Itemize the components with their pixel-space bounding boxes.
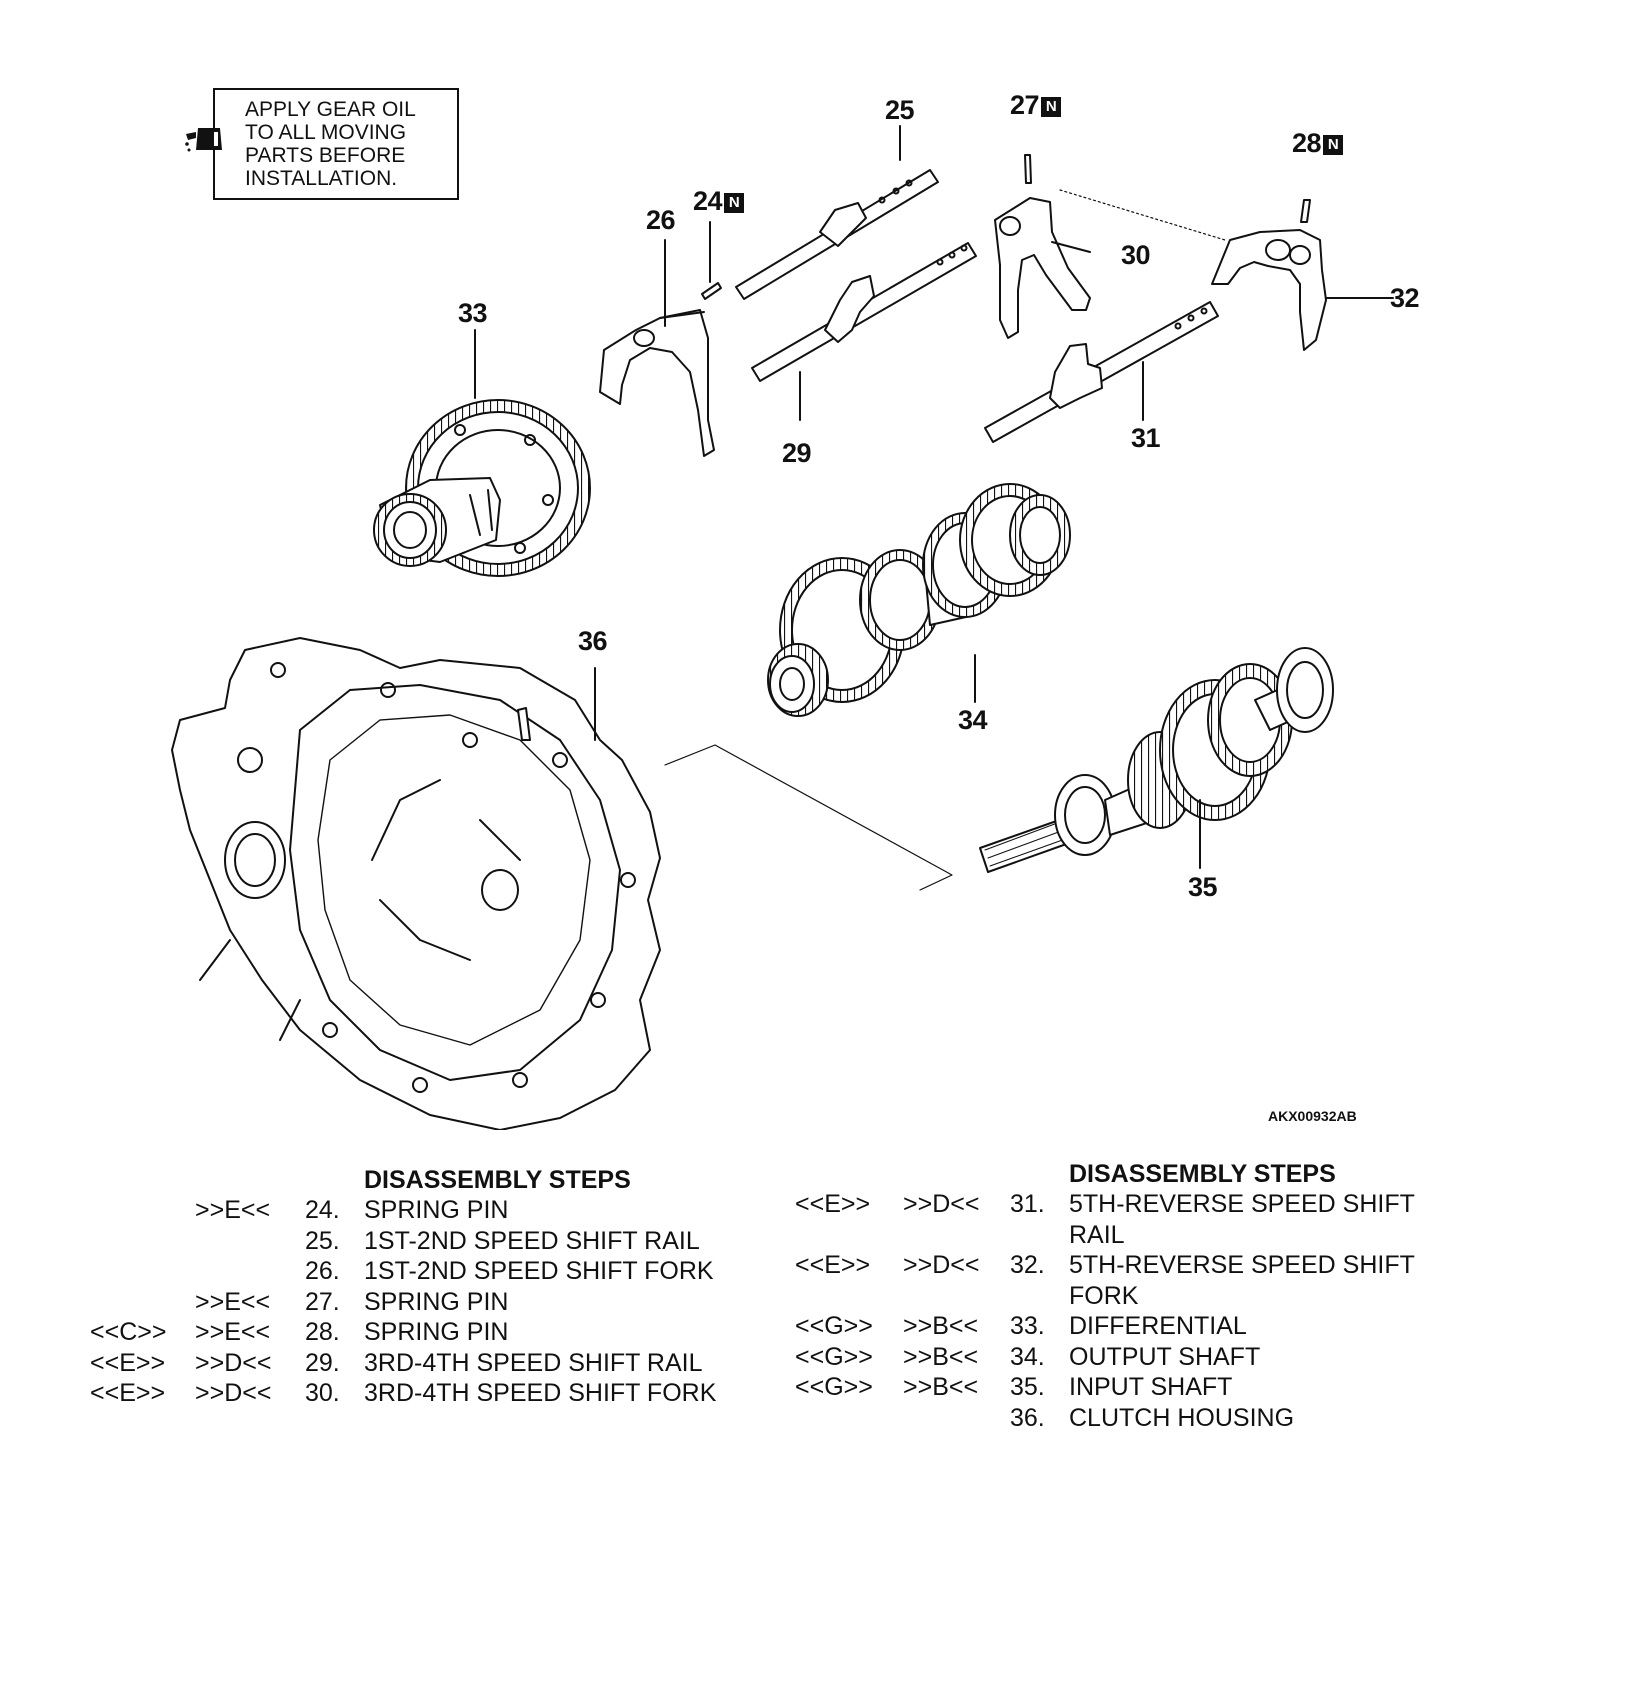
step-row: <<E>>>>D<<31.5TH-REVERSE SPEED SHIFT RAI… <box>795 1190 1415 1249</box>
note-line: INSTALLATION. <box>245 167 398 190</box>
shift-rail-29 <box>751 242 977 382</box>
step-row: <<G>>>>B<<33.DIFFERENTIAL <box>795 1312 1247 1340</box>
callout-31: 31 <box>1131 423 1161 453</box>
note-line: APPLY GEAR OIL <box>245 98 416 121</box>
step-row: <<E>>>>D<<29.3RD-4TH SPEED SHIFT RAIL <box>90 1348 703 1377</box>
shift-rail-31 <box>984 301 1219 443</box>
callout-29: 29 <box>782 438 812 468</box>
step-row: 25.1ST-2ND SPEED SHIFT RAIL <box>305 1226 700 1255</box>
callout-36: 36 <box>578 626 608 656</box>
step-row: <<E>>>>D<<30.3RD-4TH SPEED SHIFT FORK <box>90 1379 717 1407</box>
step-row: >>E<<27.SPRING PIN <box>195 1287 509 1316</box>
note-line: TO ALL MOVING <box>245 121 407 144</box>
callout-35: 35 <box>1188 872 1218 902</box>
callout-33: 33 <box>458 298 488 328</box>
n-badge-icon: N <box>1041 97 1062 117</box>
left-disassembly-steps: DISASSEMBLY STEPS >>E<<24.SPRING PIN 25.… <box>90 1165 750 1409</box>
shift-fork-30 <box>994 197 1091 339</box>
step-row: <<C>>>>E<<28.SPRING PIN <box>90 1318 509 1346</box>
step-row: <<G>>>>B<<34.OUTPUT SHAFT <box>795 1342 1261 1371</box>
step-row: 36.CLUTCH HOUSING <box>1010 1403 1295 1432</box>
step-row: <<E>>>>D<<32.5TH-REVERSE SPEED SHIFT FOR… <box>795 1251 1415 1310</box>
shift-fork-26 <box>599 309 715 457</box>
note-line: PARTS BEFORE <box>245 144 406 167</box>
step-row: >>E<<24.SPRING PIN <box>195 1196 509 1224</box>
oil-can-icon <box>185 128 222 152</box>
shift-fork-32 <box>1211 229 1327 351</box>
differential-33 <box>373 399 591 577</box>
callout-30: 30 <box>1121 240 1151 270</box>
spring-pin-28 <box>1300 199 1311 223</box>
steps-heading: DISASSEMBLY STEPS <box>1069 1160 1336 1188</box>
shift-rail-25 <box>735 169 939 300</box>
callout-34: 34 <box>958 705 988 735</box>
input-shaft-35 <box>979 647 1334 873</box>
clutch-housing-36 <box>171 637 661 1131</box>
n-badge-icon: N <box>1323 135 1344 155</box>
steps-heading: DISASSEMBLY STEPS <box>364 1166 631 1194</box>
step-row: 26.1ST-2ND SPEED SHIFT FORK <box>305 1257 714 1285</box>
callout-32: 32 <box>1390 283 1420 313</box>
step-row: <<G>>>>B<<35.INPUT SHAFT <box>795 1373 1233 1401</box>
output-shaft-34 <box>767 483 1071 717</box>
figure-code: AKX00932AB <box>1268 1108 1357 1124</box>
callout-26: 26 <box>646 205 676 235</box>
spring-pin-27 <box>1024 154 1032 184</box>
callout-25: 25 <box>885 95 915 125</box>
note-text: APPLY GEAR OIL TO ALL MOVING PARTS BEFOR… <box>245 98 416 190</box>
parts-illustration <box>171 125 1394 1131</box>
right-disassembly-steps: DISASSEMBLY STEPS <<E>>>>D<<31.5TH-REVER… <box>795 1159 1535 1433</box>
spring-pin-24 <box>701 282 722 300</box>
n-badge-icon: N <box>724 193 745 213</box>
